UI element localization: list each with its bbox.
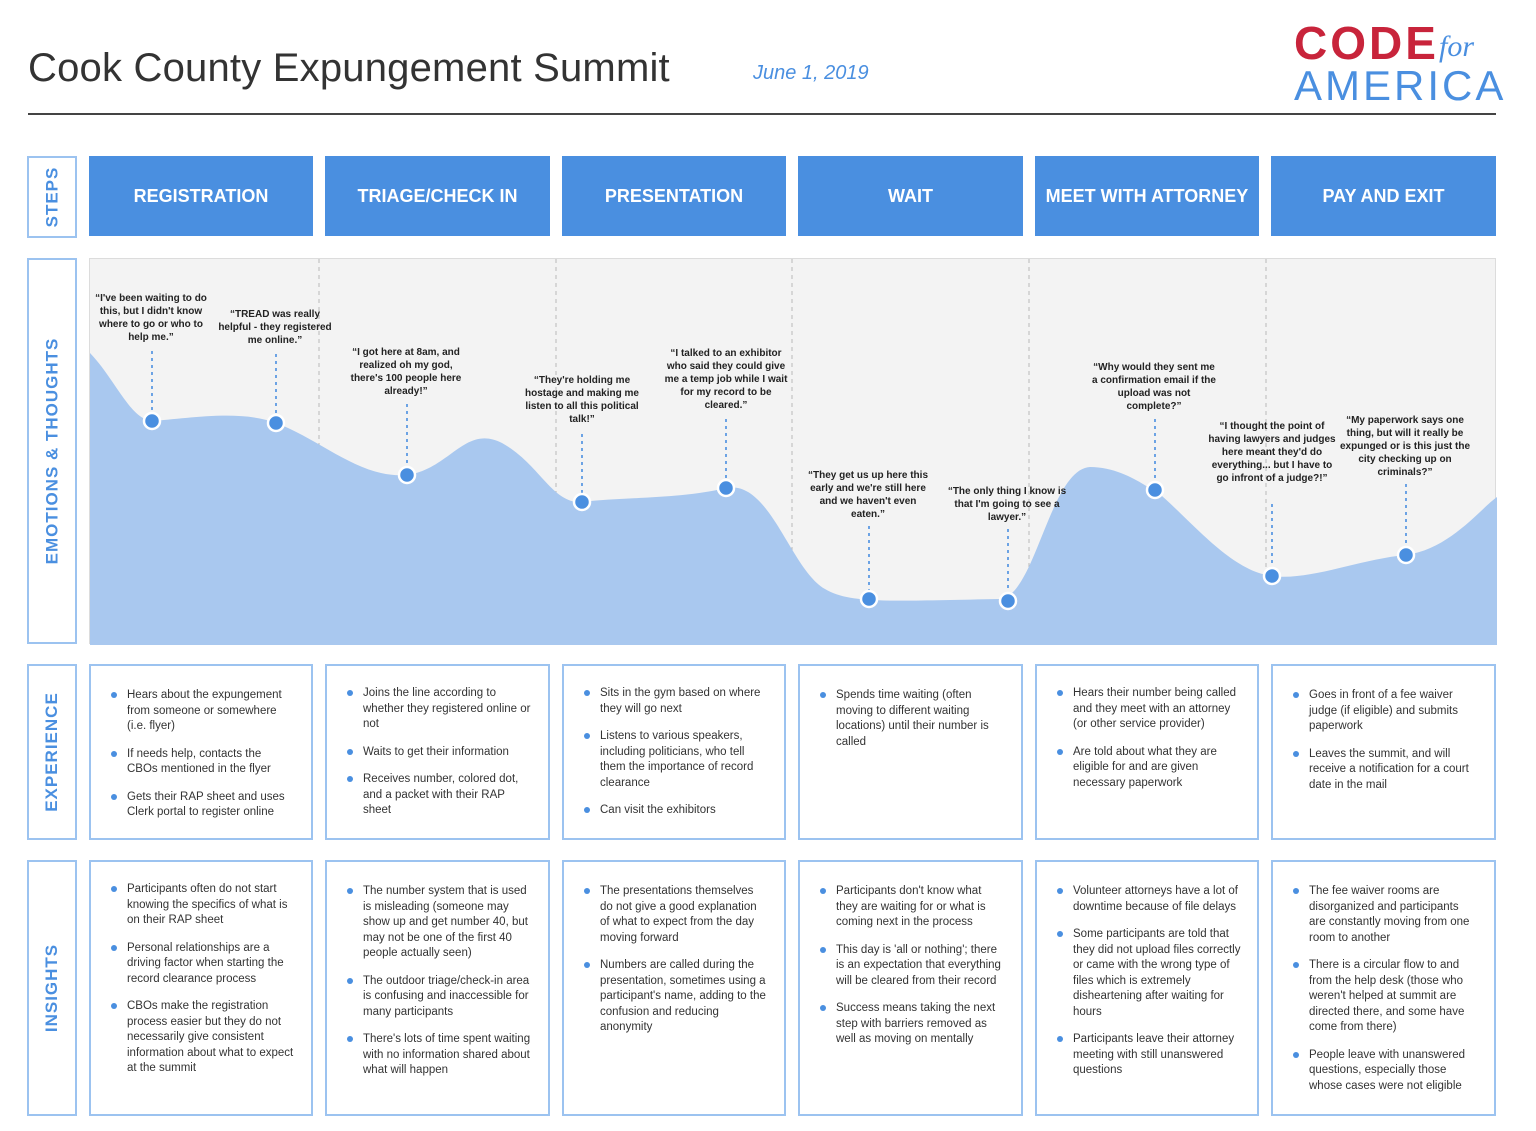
experience-box-registration: Hears about the expungement from someone… [89, 664, 313, 840]
emotion-point [859, 589, 879, 609]
insight-item: The number system that is used is mislea… [347, 884, 532, 962]
emotion-quote: “They're holding me hostage and making m… [525, 375, 639, 425]
emotion-quote: “I've been waiting to do this, but I did… [95, 293, 207, 343]
emotions-chart [89, 258, 1497, 645]
page-title: Cook County Expungement Summit [28, 46, 670, 90]
insight-item: There is a circular flow to and from the… [1293, 958, 1478, 1036]
step-label: WAIT [888, 185, 933, 206]
insight-item: The presentations themselves do not give… [584, 884, 768, 946]
step-meet-attorney: MEET WITH ATTORNEY [1035, 156, 1259, 236]
emotion-point [1396, 545, 1416, 565]
insight-item: Volunteer attorneys have a lot of downti… [1057, 884, 1241, 915]
step-label: REGISTRATION [133, 185, 269, 206]
row-label-emotions-text: EMOTIONS & THOUGHTS [42, 337, 61, 565]
experience-item: Receives number, colored dot, and a pack… [347, 772, 532, 819]
insights-box-wait: Participants don't know what they are wa… [798, 860, 1023, 1116]
experience-item: Can visit the exhibitors [584, 803, 768, 819]
insight-item: Participants often do not start knowing … [111, 882, 295, 929]
experience-item: Hears their number being called and they… [1057, 686, 1241, 733]
emotion-point [266, 413, 286, 433]
emotion-quote: “My paperwork says one thing, but will i… [1340, 415, 1471, 478]
experience-item: Gets their RAP sheet and uses Clerk port… [111, 790, 295, 821]
insight-item: Success means taking the next step with … [820, 1001, 1005, 1048]
experience-box-pay-exit: Goes in front of a fee waiver judge (if … [1271, 664, 1496, 840]
row-label-experience: EXPERIENCE [27, 664, 77, 840]
experience-item: Joins the line according to whether they… [347, 686, 532, 733]
emotion-point [716, 478, 736, 498]
pointer-lines [151, 351, 1407, 601]
experience-item: Sits in the gym based on where they will… [584, 686, 768, 717]
emotion-quote: “I thought the point of having lawyers a… [1208, 421, 1336, 484]
insight-item: Some participants are told that they did… [1057, 927, 1241, 1020]
insight-item: CBOs make the registration process easie… [111, 999, 295, 1077]
emotion-point [1145, 480, 1165, 500]
experience-item: Are told about what they are eligible fo… [1057, 745, 1241, 792]
experience-item: Hears about the expungement from someone… [111, 688, 295, 735]
insight-item: People leave with unanswered questions, … [1293, 1048, 1478, 1095]
logo-code-text: CODE [1294, 17, 1439, 69]
experience-item: If needs help, contacts the CBOs mention… [111, 747, 295, 778]
experience-item: Leaves the summit, and will receive a no… [1293, 747, 1478, 794]
step-triage: TRIAGE/CHECK IN [325, 156, 550, 236]
experience-item: Waits to get their information [347, 745, 532, 761]
insights-box-pay-exit: The fee waiver rooms are disorganized an… [1271, 860, 1496, 1116]
insights-box-attorney: Volunteer attorneys have a lot of downti… [1035, 860, 1259, 1116]
emotion-point [572, 492, 592, 512]
insight-item: This day is 'all or nothing'; there is a… [820, 943, 1005, 990]
insight-item: Numbers are called during the presentati… [584, 958, 768, 1036]
insight-item: There's lots of time spent waiting with … [347, 1032, 532, 1079]
insight-item: Participants don't know what they are wa… [820, 884, 1005, 931]
step-registration: REGISTRATION [89, 156, 313, 236]
emotion-point [397, 465, 417, 485]
row-label-experience-text: EXPERIENCE [42, 692, 61, 812]
step-label: MEET WITH ATTORNEY [1045, 185, 1249, 206]
experience-item: Goes in front of a fee waiver judge (if … [1293, 688, 1478, 735]
code-for-america-logo: CODE for AMERICA [1294, 16, 1503, 109]
emotion-quote: “TREAD was really helpful - they registe… [218, 309, 332, 346]
emotion-curve-svg [90, 259, 1497, 645]
row-label-steps-text: STEPS [42, 166, 61, 228]
emotion-quote: “They get us up here this early and we'r… [807, 470, 929, 520]
insight-item: The outdoor triage/check-in area is conf… [347, 974, 532, 1021]
insights-box-triage: The number system that is used is mislea… [325, 860, 550, 1116]
event-date: June 1, 2019 [753, 62, 869, 84]
experience-item: Spends time waiting (often moving to dif… [820, 688, 1005, 750]
experience-item: Listens to various speakers, including p… [584, 729, 768, 791]
insights-box-presentation: The presentations themselves do not give… [562, 860, 786, 1116]
emotion-point [998, 591, 1018, 611]
emotion-point [142, 411, 162, 431]
row-label-insights-text: INSIGHTS [42, 943, 62, 1033]
step-wait: WAIT [798, 156, 1023, 236]
insights-box-registration: Participants often do not start knowing … [89, 860, 313, 1116]
insight-item: Participants leave their attorney meetin… [1057, 1032, 1241, 1079]
step-label: TRIAGE/CHECK IN [357, 185, 518, 206]
insight-item: Personal relationships are a driving fac… [111, 941, 295, 988]
row-label-emotions: EMOTIONS & THOUGHTS [27, 258, 77, 644]
experience-box-attorney: Hears their number being called and they… [1035, 664, 1259, 840]
header-divider [28, 113, 1496, 115]
emotion-quote: “I got here at 8am, and realized oh my g… [350, 347, 462, 397]
emotion-quote: “I talked to an exhibitor who said they … [664, 348, 788, 411]
step-label: PAY AND EXIT [1322, 185, 1445, 206]
emotion-curve-area [90, 353, 1497, 645]
row-label-steps: STEPS [27, 156, 77, 238]
logo-america-text: AMERICA [1294, 62, 1507, 109]
step-presentation: PRESENTATION [562, 156, 786, 236]
emotion-point [1262, 566, 1282, 586]
experience-box-wait: Spends time waiting (often moving to dif… [798, 664, 1023, 840]
step-pay-exit: PAY AND EXIT [1271, 156, 1496, 236]
step-label: PRESENTATION [604, 185, 744, 206]
emotion-quote: “The only thing I know is that I'm going… [947, 486, 1067, 523]
experience-box-triage: Joins the line according to whether they… [325, 664, 550, 840]
row-label-insights: INSIGHTS [27, 860, 77, 1116]
emotion-quote: “Why would they sent me a confirmation e… [1092, 362, 1216, 412]
logo-for-text: for [1439, 30, 1475, 63]
experience-box-presentation: Sits in the gym based on where they will… [562, 664, 786, 840]
insight-item: The fee waiver rooms are disorganized an… [1293, 884, 1478, 946]
